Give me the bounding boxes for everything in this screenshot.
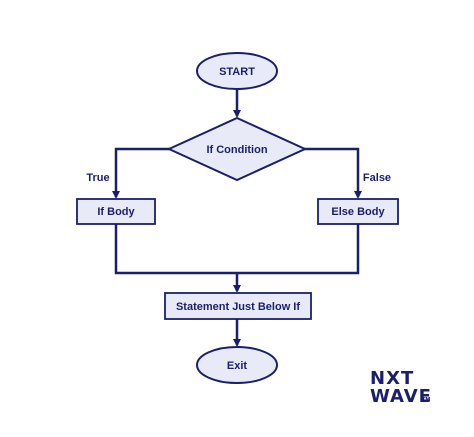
condition-node: If Condition bbox=[166, 116, 308, 182]
nxtwave-logo: NXT WAVE TM bbox=[370, 368, 432, 407]
exit-node: Exit bbox=[196, 346, 278, 384]
true-label: True bbox=[86, 172, 109, 184]
connectors bbox=[112, 89, 362, 347]
else-body-node: Else Body bbox=[317, 198, 399, 225]
if-body-node: If Body bbox=[76, 198, 156, 225]
arrow-condition-to-else-body bbox=[304, 147, 362, 199]
statement-label: Statement Just Below If bbox=[176, 301, 300, 313]
logo-trademark: TM bbox=[422, 397, 430, 403]
false-label: False bbox=[363, 172, 391, 184]
connector-if-body-down bbox=[114, 224, 360, 275]
statement-node: Statement Just Below If bbox=[164, 292, 312, 320]
exit-label: Exit bbox=[227, 360, 248, 372]
logo-line-1: NXT bbox=[370, 368, 414, 389]
start-label: START bbox=[219, 66, 255, 78]
logo-line-2: WAVE bbox=[370, 386, 432, 407]
start-node: START bbox=[196, 52, 278, 90]
if-body-label: If Body bbox=[97, 206, 135, 218]
arrow-condition-to-if-body bbox=[112, 147, 170, 199]
condition-label: If Condition bbox=[206, 144, 267, 156]
else-body-label: Else Body bbox=[331, 206, 385, 218]
